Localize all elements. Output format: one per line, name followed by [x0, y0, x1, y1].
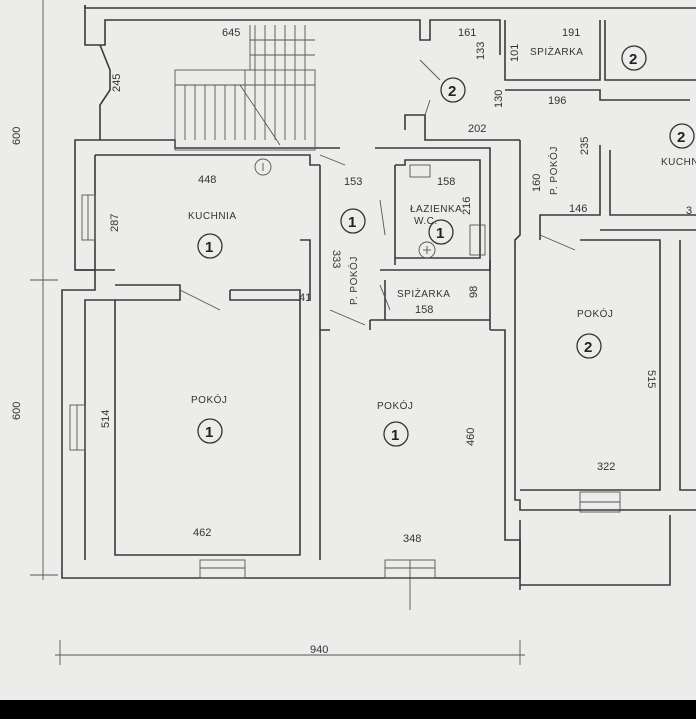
- room-number-lazienka: 1: [436, 225, 444, 242]
- dim-158-top: 158: [437, 176, 455, 188]
- dim-645: 645: [222, 27, 240, 39]
- room-circle-pokoj-middle: [383, 421, 409, 447]
- left-apartment-walls: [61, 5, 696, 590]
- dim-245: 245: [111, 74, 123, 92]
- dimension-labels: 645 161 191 196 202 448 153 158 146 158 …: [11, 27, 692, 656]
- room-name-pokoj-right: POKÓJ: [577, 307, 613, 320]
- dim-3-partial: 3: [686, 205, 692, 217]
- dim-98: 98: [468, 286, 480, 298]
- dim-196: 196: [548, 95, 566, 107]
- room-circle-lazienka: [428, 219, 454, 245]
- dim-348: 348: [403, 533, 421, 545]
- room-name-pokoj-left: POKÓJ: [191, 393, 227, 406]
- room-circle-top-right: [621, 45, 647, 71]
- dim-448: 448: [198, 174, 216, 186]
- room-number-hall: 1: [348, 214, 356, 231]
- dim-216: 216: [461, 197, 473, 215]
- room-numbers: 1 1 1 1 1 2 2 2 2: [205, 51, 685, 444]
- dim-146: 146: [569, 203, 587, 215]
- dim-133: 133: [475, 42, 487, 60]
- dim-940: 940: [310, 644, 328, 656]
- dim-202: 202: [468, 123, 486, 135]
- dim-130: 130: [493, 90, 505, 108]
- dim-322: 322: [597, 461, 615, 473]
- dim-460: 460: [465, 428, 477, 446]
- room-number-kuchnia: 1: [205, 239, 213, 256]
- dim-101: 101: [509, 44, 521, 62]
- room-name-kuchnia-2: KUCHN: [661, 157, 696, 168]
- blueprint-sheet: [0, 0, 696, 700]
- dim-462: 462: [193, 527, 211, 539]
- dim-160: 160: [531, 174, 543, 192]
- room-name-p-pokoj-right: P. POKÓJ: [547, 146, 560, 195]
- room-name-pokoj-middle: POKÓJ: [377, 399, 413, 412]
- room-circle-pokoj-right: [576, 333, 602, 359]
- dim-333: 333: [330, 250, 342, 268]
- bathroom-fixtures: [254, 158, 486, 259]
- dim-158-bottom: 158: [415, 304, 433, 316]
- room-number-pokoj-left: 1: [205, 424, 213, 441]
- dimension-lines: [30, 0, 525, 665]
- dim-515: 515: [645, 370, 657, 388]
- dim-153: 153: [344, 176, 362, 188]
- windows: [69, 194, 621, 579]
- room-name-spizarka-lower: SPIŻARKA: [397, 287, 450, 300]
- room-name-kuchnia: KUCHNIA: [188, 211, 237, 222]
- room-circle-hall: [340, 208, 366, 234]
- dim-235: 235: [579, 137, 591, 155]
- dim-514: 514: [100, 410, 112, 428]
- room-circle-pokoj-left: [197, 418, 223, 444]
- room-number-top-right: 2: [629, 51, 637, 68]
- dim-600-bottom: 600: [11, 402, 23, 420]
- room-names: KUCHNIA POKÓJ POKÓJ POKÓJ ŁAZIENKA W.C. …: [188, 45, 696, 412]
- dim-600-top: 600: [11, 127, 23, 145]
- room-number-hall-2: 2: [448, 83, 456, 100]
- room-name-spizarka-upper: SPIŻARKA: [530, 45, 583, 58]
- room-number-pokoj-middle: 1: [391, 427, 399, 444]
- dim-191: 191: [562, 27, 580, 39]
- dim-287: 287: [109, 214, 121, 232]
- room-name-wc: W.C.: [414, 216, 438, 227]
- door-swings: [179, 59, 576, 326]
- room-name-p-pokoj-left: P. POKÓJ: [347, 256, 360, 305]
- room-number-pokoj-right: 2: [584, 339, 592, 356]
- staircase: [174, 25, 316, 151]
- room-number-kuchnia-2: 2: [677, 129, 685, 146]
- room-circle-kuchnia-2: [669, 123, 695, 149]
- room-circle-kuchnia: [197, 233, 223, 259]
- room-name-lazienka: ŁAZIENKA: [410, 204, 462, 215]
- room-circle-hall-2: [440, 77, 466, 103]
- dim-161: 161: [458, 27, 476, 39]
- dim-41: 41: [299, 292, 311, 304]
- room-number-circles: [197, 45, 695, 447]
